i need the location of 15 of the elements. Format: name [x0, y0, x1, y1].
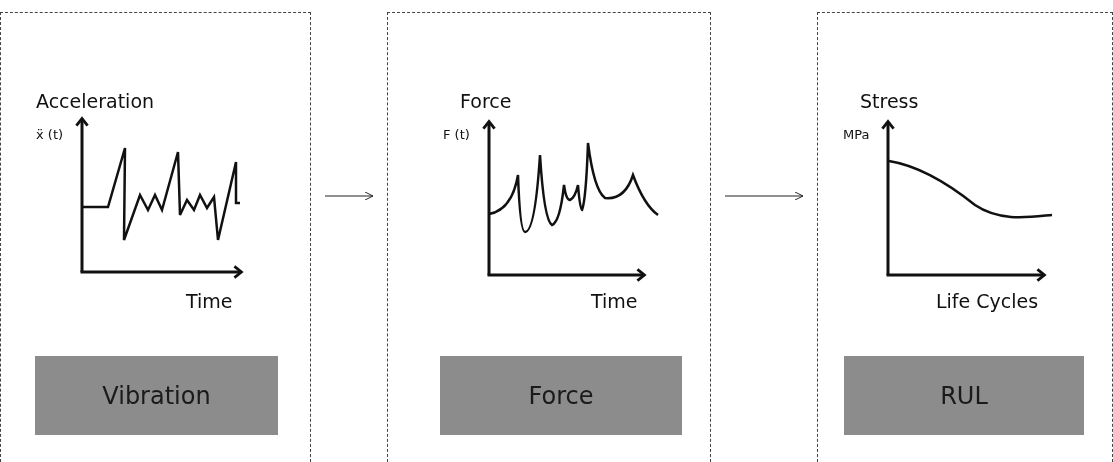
- axis-title: Time: [186, 292, 233, 311]
- axis-unit: MPa: [843, 128, 870, 141]
- axis-unit: ẍ (t): [36, 128, 64, 141]
- axis-title: Time: [591, 292, 638, 311]
- dashed-panel: [817, 12, 1113, 462]
- axis-title: Acceleration: [36, 92, 155, 111]
- axis-title: Stress: [860, 92, 919, 111]
- dashed-panel: [0, 12, 311, 462]
- axis-unit: F (t): [443, 128, 470, 141]
- dashed-panel: [387, 12, 711, 462]
- axis-title: Life Cycles: [936, 292, 1039, 311]
- label-box: RUL: [844, 356, 1084, 435]
- axis-title: Force: [460, 92, 512, 111]
- label-box: Force: [440, 356, 682, 435]
- label-box: Vibration: [35, 356, 278, 435]
